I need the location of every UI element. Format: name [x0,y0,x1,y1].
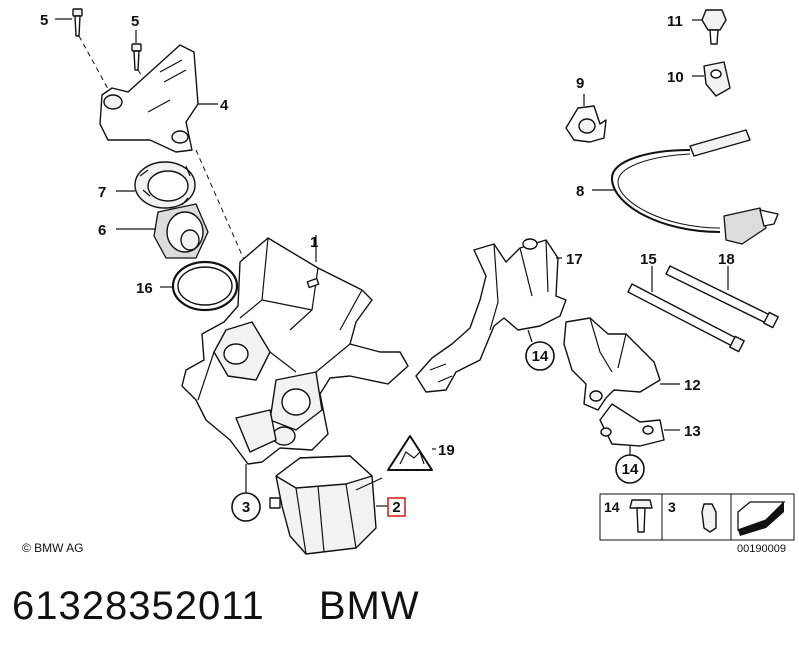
callout-17: 17 [566,251,583,268]
legend-arrow-icon [737,501,786,536]
callout-19: 19 [438,442,455,459]
image-number: 00190009 [737,543,786,555]
nut-10 [692,61,731,97]
callout-6: 6 [98,222,106,239]
warning-label-19 [355,435,436,491]
callout-circle-3: 3 [231,492,261,522]
part-number: 61328352011 [12,584,265,628]
clip-13 [599,403,680,447]
callout-5-right: 5 [131,13,139,30]
callout-14-lower: 14 [622,461,639,478]
callout-3: 3 [242,499,250,516]
callout-9: 9 [576,75,584,92]
callout-15: 15 [640,251,657,268]
lock-cylinder-6 [116,203,209,259]
bolt-11 [692,9,727,45]
callout-8: 8 [576,183,584,200]
copyright: © BMW AG [22,541,84,555]
sensor-cable-8 [592,129,779,245]
cable-tie-18 [665,265,779,329]
callout-circle-14-upper: 14 [525,341,555,371]
cable-tie-15 [627,266,745,353]
callout-box-2: 2 [387,497,406,517]
clamp-9 [565,94,607,143]
lock-ring-7 [116,161,196,209]
legend-box: 14 3 [599,493,795,541]
legend-item-3: 3 [668,499,676,515]
callout-circle-14-lower: 14 [615,454,645,484]
connector-bracket-12 [563,317,680,411]
callout-11: 11 [667,13,683,30]
callout-14-upper: 14 [532,348,549,365]
callout-1: 1 [310,234,318,251]
callout-18: 18 [718,251,735,268]
callout-2: 2 [392,499,400,516]
ignition-switch-2 [269,455,388,555]
bracket-4 [99,44,218,153]
legend-item-14: 14 [604,499,620,515]
steering-lock-housing-1 [181,235,409,465]
callout-16: 16 [136,280,153,297]
callout-5-left: 5 [40,12,48,29]
callout-13: 13 [684,423,701,440]
screw-5-right [131,30,142,71]
footer: 61328352011 BMW [12,584,792,644]
brand-name: BMW [318,584,420,628]
legend-pin-icon [701,503,717,533]
callout-7: 7 [98,184,106,201]
callout-10: 10 [667,69,684,86]
legend-screw-icon [629,499,653,533]
bracket-arm-17 [415,238,567,393]
callout-4: 4 [220,97,229,114]
callout-12: 12 [684,377,701,394]
screw-5-left [55,8,83,37]
seal-ring-16 [160,260,239,312]
